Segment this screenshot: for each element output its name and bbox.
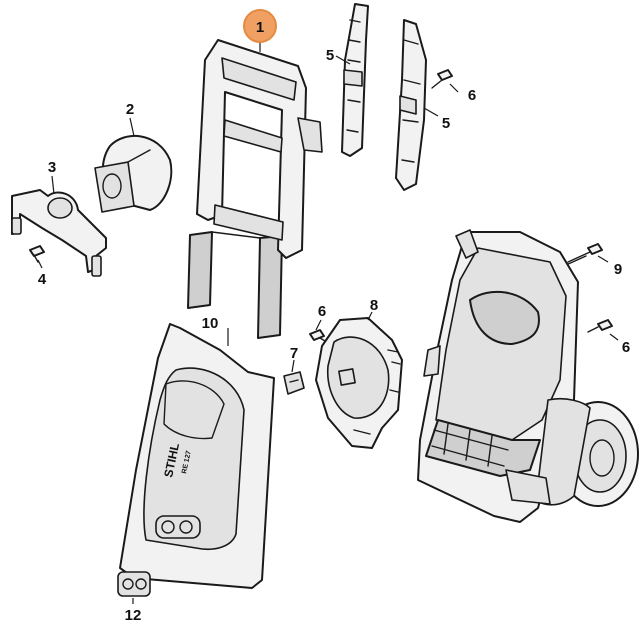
callout-9[interactable]: 9	[614, 261, 622, 278]
callout-10[interactable]: 10	[202, 315, 219, 332]
callout-6a[interactable]: 6	[468, 87, 476, 104]
part-4-screw[interactable]	[29, 245, 45, 263]
part-8-motor-cover[interactable]	[315, 317, 403, 449]
callout-12[interactable]: 12	[125, 607, 142, 624]
callout-4[interactable]: 4	[38, 271, 47, 288]
part-6a-screw[interactable]	[431, 69, 453, 89]
callout-5a[interactable]: 5	[326, 47, 334, 64]
front-cover-sockets	[155, 515, 201, 539]
svg-text:1: 1	[256, 19, 264, 36]
part-7-switch[interactable]	[283, 371, 305, 395]
handle-cross-brace	[223, 119, 283, 153]
part-3-bracket[interactable]	[11, 189, 107, 277]
part-1-handle-frame[interactable]	[187, 39, 323, 339]
handle-left-tube	[187, 231, 213, 309]
part-5b-cable-hook[interactable]	[395, 19, 427, 191]
cable-hook-b-tab	[399, 95, 417, 115]
callout-8[interactable]: 8	[370, 297, 378, 314]
handle-lower-brace	[213, 204, 284, 241]
handle-side-clip	[297, 117, 323, 153]
housing-wheel	[535, 397, 639, 507]
handle-grip-bar	[221, 57, 297, 101]
housing-front-foot	[505, 469, 551, 505]
callout-6c[interactable]: 6	[622, 339, 630, 356]
main-housing[interactable]	[417, 229, 639, 523]
callout-1-highlight	[243, 9, 277, 43]
part-12-socket-plate[interactable]	[117, 571, 151, 597]
part-5a-cable-hook[interactable]	[341, 3, 369, 157]
callout-7[interactable]: 7	[290, 345, 298, 362]
bracket-boss	[47, 197, 73, 219]
callout-labels: 1 2 3 4 5 5 6 6 6 7 8 9 10 12	[38, 9, 630, 624]
housing-top-hook	[455, 229, 479, 259]
part-2-holder-cup[interactable]	[94, 134, 173, 213]
callout-3[interactable]: 3	[48, 159, 56, 176]
housing-base-tray	[425, 419, 541, 477]
part-6c-screw[interactable]	[587, 319, 613, 333]
part-10-front-cover[interactable]: STIHL RE 127	[119, 323, 275, 589]
callout-6b[interactable]: 6	[318, 303, 326, 320]
callout-1[interactable]: 1	[243, 9, 277, 43]
housing-side-tab	[423, 345, 441, 377]
bracket-post	[11, 217, 22, 235]
bracket-body	[11, 189, 107, 273]
holder-cup-front	[94, 161, 135, 213]
motor-cover-dome	[326, 336, 390, 419]
front-cover-panel	[143, 367, 245, 550]
housing-inner-bowl	[469, 290, 540, 345]
screw-4-head	[29, 245, 45, 257]
part-9-long-screw[interactable]	[565, 243, 603, 266]
leader-lines	[37, 42, 619, 604]
callout-2[interactable]: 2	[126, 101, 134, 118]
housing-cavity	[435, 247, 567, 441]
cover-model-text: RE 127	[181, 450, 193, 474]
cable-hook-a-tab	[343, 69, 363, 87]
bracket-foot	[91, 255, 102, 277]
callout-5b[interactable]: 5	[442, 115, 450, 132]
